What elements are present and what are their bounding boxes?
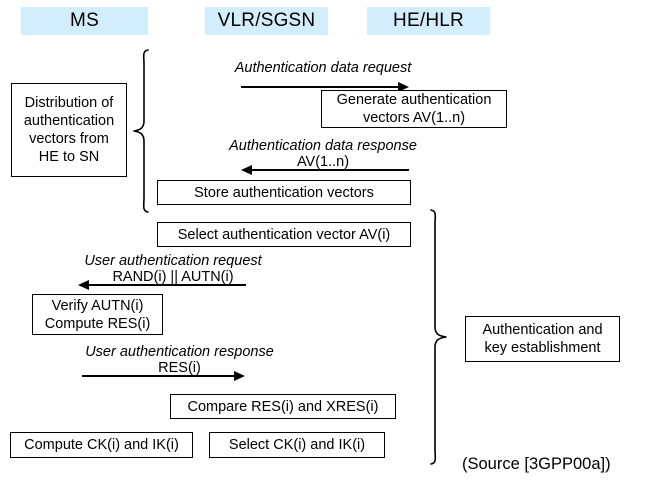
- authentication-data-request-title: Authentication data request: [234, 60, 412, 76]
- store-authentication-vectors-box: Store authentication vectors: [157, 180, 411, 205]
- compute-ck-ik-box: Compute CK(i) and IK(i): [10, 432, 193, 458]
- user-authentication-request-arrow-head: [78, 280, 89, 290]
- generate-authentication-vectors-line-2: vectors AV(1..n): [362, 110, 466, 126]
- user-authentication-request-title: User authentication request: [84, 253, 262, 269]
- authentication-phase-line-2: key establishment: [484, 340, 601, 356]
- user-authentication-response-arrow-head: [234, 371, 245, 381]
- user-authentication-response-payload-text: RES(i): [158, 360, 201, 376]
- user-authentication-response-arrow-line: [82, 375, 235, 377]
- store-authentication-vectors-label: Store authentication vectors: [194, 184, 374, 201]
- authentication-data-response-arrow-line: [251, 169, 409, 171]
- select-authentication-vector-label: Select authentication vector AV(i): [177, 226, 391, 243]
- distribution-phase-line-4: HE to SN: [38, 149, 100, 165]
- authentication-data-request-arrow: [241, 82, 409, 92]
- select-ck-ik-box: Select CK(i) and IK(i): [209, 432, 385, 458]
- source-citation-text: (Source [3GPP00a]): [462, 455, 611, 473]
- select-authentication-vector-box: Select authentication vector AV(i): [157, 222, 411, 247]
- generate-authentication-vectors-line-1: Generate authentication: [336, 92, 492, 108]
- user-authentication-response-payload: RES(i): [82, 360, 277, 377]
- authentication-data-request-arrow-line: [241, 86, 399, 88]
- authentication-data-response-arrow: [241, 165, 411, 175]
- distribution-phase-line-3: vectors from: [29, 131, 109, 147]
- user-authentication-response-title: User authentication response: [85, 344, 274, 360]
- user-authentication-request-arrow-line: [88, 284, 246, 286]
- select-ck-ik-label: Select CK(i) and IK(i): [228, 437, 366, 453]
- column-header-he-hlr: HE/HLR: [367, 7, 490, 35]
- authentication-data-response-title: Authentication data response: [229, 138, 417, 154]
- user-authentication-request-label: User authentication request: [78, 253, 268, 270]
- authentication-data-request-label: Authentication data request: [233, 60, 413, 77]
- user-authentication-request-payload: RAND(i) || AUTN(i): [78, 269, 268, 286]
- user-authentication-response-label: User authentication response: [82, 344, 277, 361]
- distribution-phase-brace: [129, 48, 151, 214]
- authentication-data-response-payload-text: AV(1..n): [296, 154, 350, 170]
- column-header-he-hlr-label: HE/HLR: [393, 10, 464, 31]
- column-header-ms-label: MS: [70, 10, 99, 31]
- authentication-phase-brace: [428, 208, 452, 466]
- distribution-phase-box: Distribution of authentication vectors f…: [11, 83, 127, 177]
- authentication-data-response-arrow-head: [241, 165, 252, 175]
- compare-res-xres-box: Compare RES(i) and XRES(i): [170, 394, 396, 419]
- verify-autn-line-2: Compute RES(i): [44, 315, 151, 332]
- authentication-phase-box: Authentication and key establishment: [465, 316, 620, 362]
- authentication-phase-line-1: Authentication and: [482, 322, 603, 338]
- distribution-phase-line-1: Distribution of: [24, 95, 114, 111]
- authentication-data-response-label: Authentication data response: [228, 138, 418, 155]
- source-citation: (Source [3GPP00a]): [462, 455, 611, 474]
- distribution-phase-line-2: authentication: [23, 113, 115, 129]
- user-authentication-request-arrow: [78, 280, 248, 290]
- column-header-vlr-sgsn-label: VLR/SGSN: [217, 10, 316, 31]
- compute-ck-ik-label: Compute CK(i) and IK(i): [24, 437, 179, 453]
- authentication-data-request-arrow-head: [398, 82, 409, 92]
- verify-autn-line-1: Verify AUTN(i): [51, 297, 144, 314]
- column-header-ms: MS: [21, 7, 148, 35]
- user-authentication-response-arrow: [82, 371, 252, 381]
- compare-res-xres-label: Compare RES(i) and XRES(i): [187, 398, 379, 415]
- authentication-data-response-payload: AV(1..n): [228, 154, 418, 171]
- user-authentication-request-payload-text: RAND(i) || AUTN(i): [112, 269, 234, 285]
- verify-autn-compute-res-box: Verify AUTN(i) Compute RES(i): [32, 294, 163, 335]
- column-header-vlr-sgsn: VLR/SGSN: [205, 7, 328, 35]
- generate-authentication-vectors-box: Generate authentication vectors AV(1..n): [321, 90, 507, 128]
